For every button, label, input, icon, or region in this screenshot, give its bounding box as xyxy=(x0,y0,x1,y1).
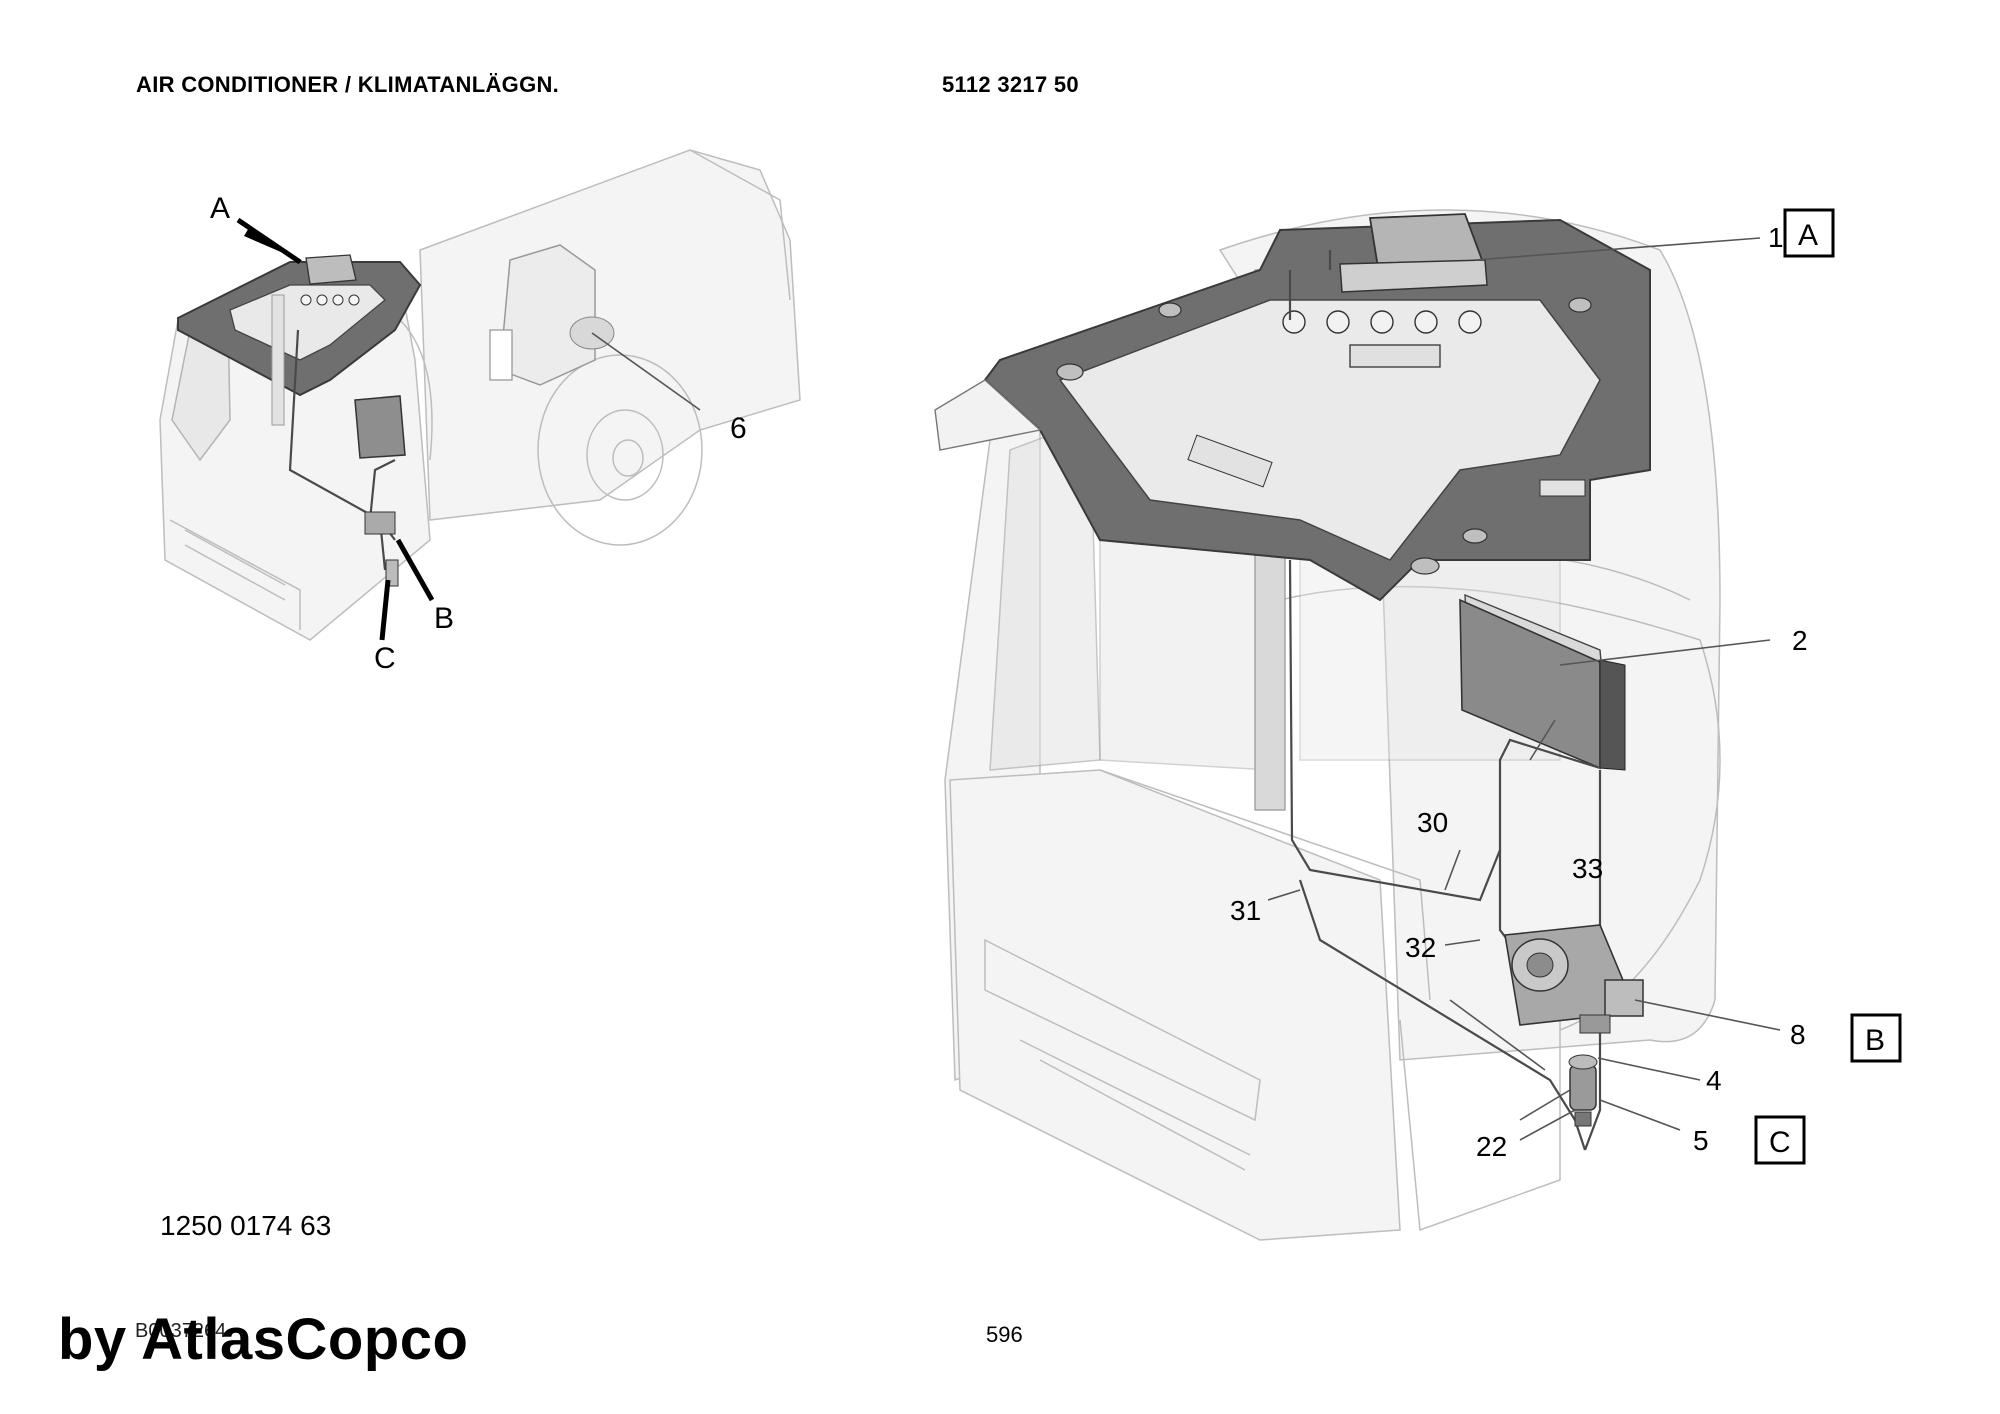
overview-label-a: A xyxy=(210,192,230,225)
overview-machine xyxy=(159,149,801,641)
overview-label-6: 6 xyxy=(730,412,747,445)
overview-label-c: C xyxy=(374,642,396,675)
document-reference: B0037264 xyxy=(135,1320,227,1342)
watermark: by AtlasCopco xyxy=(58,1307,469,1372)
callout-32: 32 xyxy=(1405,932,1436,963)
callout-31: 31 xyxy=(1230,895,1261,926)
box-c-label: C xyxy=(1769,1126,1791,1159)
box-a: A xyxy=(1783,208,1835,258)
callout-5: 5 xyxy=(1693,1125,1709,1156)
callout-33: 33 xyxy=(1572,853,1603,884)
drawing-number: 1250 0174 63 xyxy=(160,1210,332,1241)
callout-4: 4 xyxy=(1706,1065,1722,1096)
part-number: 5112 3217 50 xyxy=(942,72,1079,97)
callout-2: 2 xyxy=(1792,625,1808,656)
page-number: 596 xyxy=(986,1322,1023,1347)
box-c: C xyxy=(1754,1115,1806,1165)
box-b-label: B xyxy=(1865,1024,1885,1057)
callout-8: 8 xyxy=(1790,1019,1806,1050)
detail-cab xyxy=(934,209,1781,1241)
callout-22: 22 xyxy=(1476,1131,1507,1162)
box-a-label: A xyxy=(1798,219,1818,252)
box-b: B xyxy=(1850,1013,1902,1063)
overview-label-b: B xyxy=(434,602,454,635)
callout-30: 30 xyxy=(1417,807,1448,838)
document-title: AIR CONDITIONER / KLIMATANLÄGGN. xyxy=(136,72,560,97)
callout-1: 1 xyxy=(1768,222,1784,253)
